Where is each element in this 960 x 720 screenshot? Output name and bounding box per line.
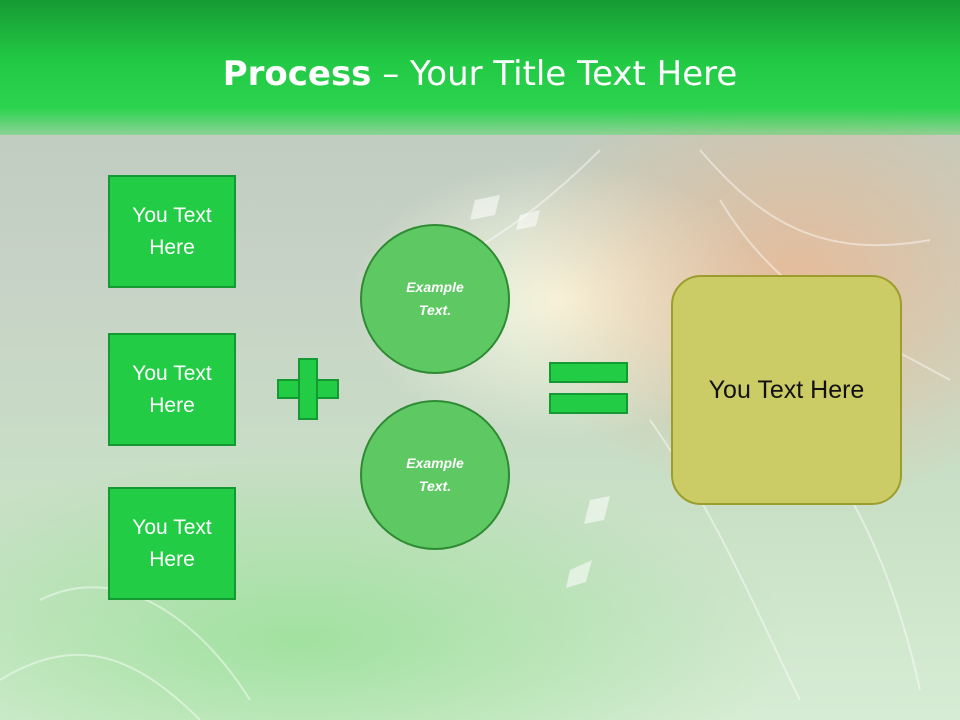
input-box-label: You Text Here: [132, 361, 212, 417]
input-box-2[interactable]: You Text Here: [108, 333, 236, 446]
example-circle-2[interactable]: Example Text.: [360, 400, 510, 550]
slide-title: Process – Your Title Text Here: [0, 50, 960, 98]
result-box[interactable]: You Text Here: [671, 275, 902, 505]
title-rest: – Your Title Text Here: [371, 54, 738, 94]
plus-icon: [277, 358, 339, 420]
input-box-label: You Text Here: [132, 203, 212, 259]
input-box-label: You Text Here: [132, 515, 212, 571]
result-label: You Text Here: [708, 375, 865, 404]
equals-icon: [549, 362, 628, 415]
input-box-1[interactable]: You Text Here: [108, 175, 236, 288]
title-banner: [0, 0, 960, 135]
circle-label: Example Text.: [406, 279, 464, 318]
title-bold: Process: [222, 54, 372, 94]
example-circle-1[interactable]: Example Text.: [360, 224, 510, 374]
input-box-3[interactable]: You Text Here: [108, 487, 236, 600]
circle-label: Example Text.: [406, 455, 464, 494]
